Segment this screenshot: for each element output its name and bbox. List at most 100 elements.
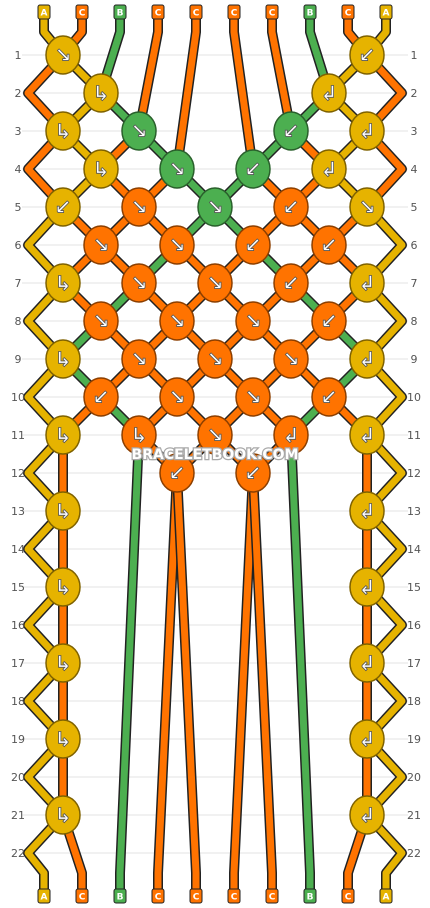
knot: ↘ <box>197 187 233 227</box>
strand-tag-top: A <box>379 4 393 20</box>
knot-direction-arrow: ↙ <box>321 233 338 257</box>
knot: ↳ <box>45 339 81 379</box>
row-number-right: 16 <box>407 619 421 632</box>
strand-tag-bottom: A <box>37 888 51 904</box>
strand-tag-label: C <box>79 9 86 19</box>
knot-shape <box>159 453 195 493</box>
knot-shape <box>121 339 157 379</box>
knot: ↘ <box>159 377 195 417</box>
knot-shape <box>273 111 309 151</box>
knot: ↙ <box>45 187 81 227</box>
knot: ↳ <box>83 149 119 189</box>
knot-shape <box>273 187 309 227</box>
knot-direction-arrow: ↙ <box>93 385 110 409</box>
strand-tag-bottom: C <box>189 888 203 904</box>
knot: ↳ <box>45 111 81 151</box>
knot: ↘ <box>349 187 385 227</box>
knot-shape <box>311 225 347 265</box>
knot-direction-arrow: ↲ <box>359 499 376 523</box>
row-number-right: 2 <box>411 87 418 100</box>
strand-tag-label: B <box>307 9 314 19</box>
row-number-right: 5 <box>411 201 418 214</box>
strand-tag-top: B <box>113 4 127 20</box>
knot-shape <box>273 263 309 303</box>
row-number-right: 13 <box>407 505 421 518</box>
knot: ↘ <box>159 225 195 265</box>
knot: ↘ <box>121 187 157 227</box>
knot-shape <box>349 187 385 227</box>
knot-direction-arrow: ↙ <box>283 271 300 295</box>
knot-shape <box>349 263 385 303</box>
knot-direction-arrow: ↘ <box>131 119 148 143</box>
knot-direction-arrow: ↲ <box>359 271 376 295</box>
knot-shape <box>159 149 195 189</box>
knot-direction-arrow: ↙ <box>321 309 338 333</box>
knot-shape <box>311 73 347 113</box>
strand-tag-top: C <box>189 4 203 20</box>
knot: ↳ <box>45 415 81 455</box>
knot: ↲ <box>349 263 385 303</box>
knot: ↘ <box>235 377 271 417</box>
knot-direction-arrow: ↘ <box>283 347 300 371</box>
row-number-right: 19 <box>407 733 421 746</box>
row-number-left: 18 <box>11 695 25 708</box>
knot-shape <box>121 111 157 151</box>
strand-tag-box <box>151 888 165 904</box>
knot-direction-arrow: ↘ <box>207 423 224 447</box>
knot-direction-arrow: ↘ <box>207 271 224 295</box>
strand-tag-box <box>37 888 51 904</box>
knot-direction-arrow: ↘ <box>131 347 148 371</box>
knot-shape <box>311 149 347 189</box>
knot-direction-arrow: ↙ <box>245 461 262 485</box>
strand-tag-label: A <box>41 893 48 903</box>
knot: ↘ <box>197 339 233 379</box>
knot-shape <box>273 339 309 379</box>
knot-shape <box>83 301 119 341</box>
knot-shape <box>311 377 347 417</box>
knot-direction-arrow: ↳ <box>55 271 72 295</box>
strand-tag-top: A <box>37 4 51 20</box>
knot-shape <box>45 111 81 151</box>
strand-tag-label: C <box>345 893 352 903</box>
strand-9 <box>135 8 406 900</box>
strand-tag-box <box>265 888 279 904</box>
knot: ↘ <box>159 301 195 341</box>
row-number-left: 12 <box>11 467 25 480</box>
knot: ↲ <box>349 111 385 151</box>
knot: ↙ <box>349 35 385 75</box>
knot-shape <box>349 339 385 379</box>
knot-direction-arrow: ↘ <box>131 195 148 219</box>
knot: ↲ <box>349 491 385 531</box>
knot-direction-arrow: ↳ <box>55 423 72 447</box>
knot: ↙ <box>235 149 271 189</box>
knot-direction-arrow: ↳ <box>93 81 110 105</box>
knot: ↲ <box>349 415 385 455</box>
knot: ↘ <box>45 35 81 75</box>
strand-tag-bottom: B <box>113 888 127 904</box>
knot-direction-arrow: ↙ <box>283 195 300 219</box>
row-number-left: 2 <box>15 87 22 100</box>
row-number-left: 16 <box>11 619 25 632</box>
knot: ↙ <box>311 377 347 417</box>
knot-direction-arrow: ↳ <box>131 423 148 447</box>
row-number-left: 22 <box>11 847 25 860</box>
strand-tag-label: C <box>155 9 162 19</box>
row-number-left: 8 <box>15 315 22 328</box>
knot-shape <box>349 491 385 531</box>
strand-tag-box <box>303 888 317 904</box>
knot-shape <box>273 415 309 455</box>
strand-2 <box>24 8 295 900</box>
strand-tag-label: B <box>117 893 124 903</box>
knot-direction-arrow: ↘ <box>93 233 110 257</box>
knot-direction-arrow: ↘ <box>169 309 186 333</box>
row-number-right: 14 <box>407 543 421 556</box>
row-number-left: 10 <box>11 391 25 404</box>
knot-shape <box>83 377 119 417</box>
strand-tag-box <box>227 888 241 904</box>
strand-tag-box <box>75 4 89 20</box>
strand-tag-label: C <box>79 893 86 903</box>
knot-direction-arrow: ↲ <box>359 803 376 827</box>
strand-tag-label: C <box>231 9 238 19</box>
